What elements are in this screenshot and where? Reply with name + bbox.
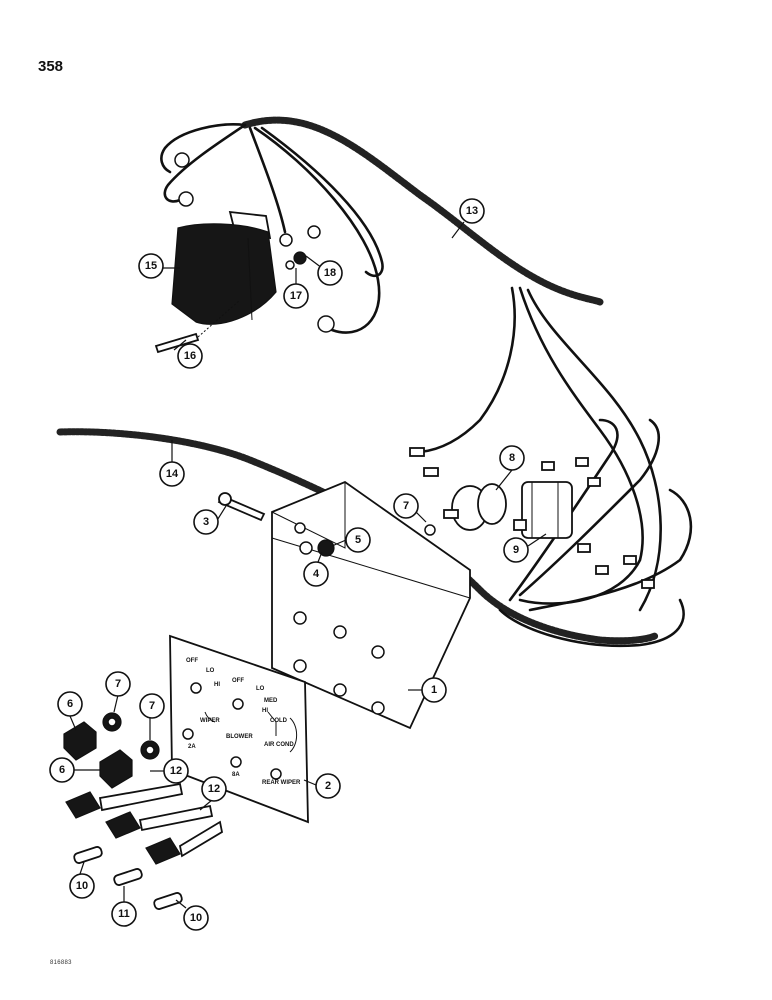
callout-12b: 12 bbox=[201, 776, 227, 802]
wire-harness-upper bbox=[160, 116, 662, 612]
label-wiper: WIPER bbox=[200, 718, 220, 724]
callout-6b: 6 bbox=[49, 757, 75, 783]
svg-text:13: 13 bbox=[466, 205, 478, 217]
label-lo-right: LO bbox=[256, 686, 265, 692]
callout-15: 15 bbox=[138, 253, 164, 279]
label-blower: BLOWER bbox=[226, 734, 253, 740]
callout-6a: 6 bbox=[57, 691, 83, 717]
control-panel-plate: OFF LO HI WIPER OFF LO MED HI COLD BLOWE… bbox=[169, 634, 309, 824]
relay-module bbox=[171, 210, 277, 325]
svg-text:2: 2 bbox=[325, 780, 331, 792]
label-lo-left: LO bbox=[206, 668, 215, 674]
svg-text:12: 12 bbox=[170, 765, 182, 777]
label-fuse-8a: 8A bbox=[232, 772, 240, 778]
callout-8: 8 bbox=[499, 445, 525, 471]
callout-7a: 7 bbox=[105, 671, 131, 697]
svg-text:18: 18 bbox=[324, 267, 336, 279]
svg-text:6: 6 bbox=[59, 764, 65, 776]
svg-text:16: 16 bbox=[184, 350, 196, 362]
callout-16: 16 bbox=[177, 343, 203, 369]
callout-5: 5 bbox=[345, 527, 371, 553]
label-hi-left: HI bbox=[214, 682, 220, 688]
label-rear-wiper: REAR WIPER bbox=[262, 780, 301, 786]
bracket-bolt bbox=[217, 492, 266, 522]
label-hi-right: HI bbox=[262, 708, 268, 714]
svg-text:7: 7 bbox=[403, 500, 409, 512]
svg-text:7: 7 bbox=[115, 678, 121, 690]
callout-4: 4 bbox=[303, 561, 329, 587]
svg-text:8: 8 bbox=[509, 452, 515, 464]
figure-code: 816883 bbox=[50, 960, 72, 966]
svg-text:10: 10 bbox=[76, 880, 88, 892]
fuse-holder-3 bbox=[145, 820, 224, 865]
callout-12a: 12 bbox=[163, 758, 189, 784]
svg-text:17: 17 bbox=[290, 290, 302, 302]
nut-and-washer bbox=[285, 251, 307, 270]
panel-nuts bbox=[102, 712, 160, 760]
svg-text:4: 4 bbox=[313, 568, 320, 580]
callout-1: 1 bbox=[421, 677, 447, 703]
fuse-holder-1 bbox=[65, 782, 184, 819]
label-off-left: OFF bbox=[186, 658, 198, 664]
svg-text:6: 6 bbox=[67, 698, 73, 710]
label-med: MED bbox=[264, 698, 278, 704]
fuses bbox=[73, 846, 183, 910]
svg-text:1: 1 bbox=[431, 684, 437, 696]
svg-text:7: 7 bbox=[149, 700, 155, 712]
label-fuse-2a: 2A bbox=[188, 744, 196, 750]
svg-text:11: 11 bbox=[118, 908, 130, 920]
svg-text:15: 15 bbox=[145, 260, 157, 272]
callout-7c: 7 bbox=[393, 493, 419, 519]
svg-text:10: 10 bbox=[190, 912, 202, 924]
page-number: 358 bbox=[38, 58, 64, 75]
callout-17: 17 bbox=[283, 283, 309, 309]
svg-text:3: 3 bbox=[203, 516, 209, 528]
svg-text:5: 5 bbox=[355, 534, 361, 546]
callout-9: 9 bbox=[503, 537, 529, 563]
fuse-holder-2 bbox=[105, 804, 214, 839]
connector-terminals bbox=[409, 447, 655, 589]
svg-text:14: 14 bbox=[166, 468, 179, 480]
knob-lower bbox=[99, 749, 133, 789]
rotary-switch bbox=[424, 483, 507, 536]
callout-18: 18 bbox=[317, 260, 343, 286]
label-cold: COLD bbox=[270, 718, 288, 724]
toggle-switch bbox=[513, 481, 573, 539]
label-off-right: OFF bbox=[232, 678, 244, 684]
callout-7b: 7 bbox=[139, 693, 165, 719]
callout-3: 3 bbox=[193, 509, 219, 535]
callout-14: 14 bbox=[159, 461, 185, 487]
ring-terminals-upper bbox=[174, 152, 335, 333]
svg-text:9: 9 bbox=[513, 544, 519, 556]
callout-11: 11 bbox=[111, 901, 137, 927]
mounting-screw bbox=[154, 299, 241, 354]
callout-13: 13 bbox=[459, 198, 485, 224]
callout-2: 2 bbox=[315, 773, 341, 799]
knob-upper bbox=[63, 721, 97, 761]
label-air-cond: AIR COND bbox=[264, 742, 294, 748]
callout-10a: 10 bbox=[69, 873, 95, 899]
svg-text:12: 12 bbox=[208, 783, 220, 795]
callout-10b: 10 bbox=[183, 905, 209, 931]
